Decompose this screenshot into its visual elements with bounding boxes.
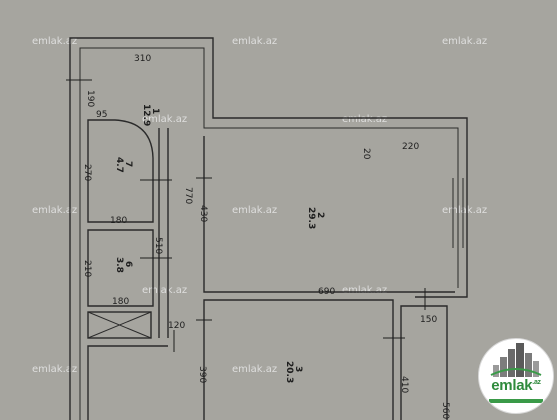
outer-wall (69, 37, 468, 420)
dim-label: 220 (402, 142, 419, 152)
dim-label: 190 (85, 90, 95, 107)
shaft-cross (87, 311, 152, 339)
logo-tld: .az (532, 379, 541, 386)
dim-label: 95 (96, 110, 107, 120)
room-area: 4.7 (114, 157, 124, 173)
watermarks: emlak.az emlak.az emlak.az emlak.az emla… (32, 36, 487, 375)
watermark: emlak.az (32, 205, 77, 216)
dim-label: 210 (82, 260, 92, 277)
room-area: 12.9 (141, 104, 151, 126)
dim-label: 310 (134, 54, 151, 64)
logo-text: emlak (491, 377, 533, 394)
dimension-ticks (66, 79, 426, 352)
dim-label: 20 (361, 148, 371, 160)
room-number: 3 (293, 366, 303, 372)
room-number: 2 (315, 212, 325, 218)
room-1-label: 1 12.9 (141, 104, 160, 126)
watermark: emlak.az (232, 36, 277, 47)
logo-bar (489, 399, 543, 403)
room-labels: 1 12.9 7 4.7 6 3.8 2 29.3 3 20.3 (114, 104, 325, 383)
lower-left-wall (87, 345, 168, 420)
room-3-wall (203, 299, 394, 420)
room-2-wall (203, 136, 455, 293)
logo-wordmark: emlak.az (479, 377, 553, 394)
city-skyline-icon (490, 343, 542, 377)
dim-label: 410 (399, 376, 409, 393)
dim-label: 430 (198, 205, 208, 222)
dim-label: 690 (318, 287, 335, 297)
watermark: emlak.az (342, 114, 387, 125)
room-number: 6 (123, 261, 133, 267)
room-number: 7 (123, 161, 133, 167)
dim-label: 770 (183, 187, 193, 204)
window (452, 178, 464, 248)
shaft (87, 311, 152, 339)
room-7-label: 7 4.7 (114, 157, 133, 173)
watermark: emlak.az (342, 285, 387, 296)
watermark: emlak.az (442, 36, 487, 47)
dim-label: 510 (153, 237, 163, 254)
watermark: emlak.az (32, 364, 77, 375)
room-area: 20.3 (284, 361, 294, 383)
dim-label: 270 (82, 164, 92, 181)
dim-label: 560 (440, 402, 450, 419)
watermark: emlak.az (142, 285, 187, 296)
room-number: 1 (150, 108, 160, 114)
room-7-wall (87, 119, 154, 223)
dim-label: 120 (168, 321, 185, 331)
walls (69, 37, 468, 420)
inner-wall-line (79, 47, 459, 420)
watermark: emlak.az (32, 36, 77, 47)
watermark: emlak.az (442, 205, 487, 216)
room-area: 3.8 (114, 257, 124, 273)
dim-label: 390 (197, 366, 207, 383)
dim-label: 180 (110, 216, 127, 226)
dimension-labels: 310 190 95 270 180 210 180 510 770 430 2… (82, 54, 450, 419)
dim-label: 180 (112, 297, 129, 307)
room-6-wall (87, 229, 154, 307)
corridor-wall (158, 128, 169, 338)
watermark: emlak.az (232, 364, 277, 375)
room-area: 29.3 (306, 207, 316, 229)
emlak-logo: emlak.az (478, 338, 554, 414)
right-room-wall (400, 305, 448, 420)
room-3-label: 3 20.3 (284, 361, 303, 383)
watermark: emlak.az (232, 205, 277, 216)
watermark: emlak.az (142, 114, 187, 125)
room-2-label: 2 29.3 (306, 207, 325, 229)
dim-label: 150 (420, 315, 437, 325)
room-6-label: 6 3.8 (114, 257, 133, 273)
